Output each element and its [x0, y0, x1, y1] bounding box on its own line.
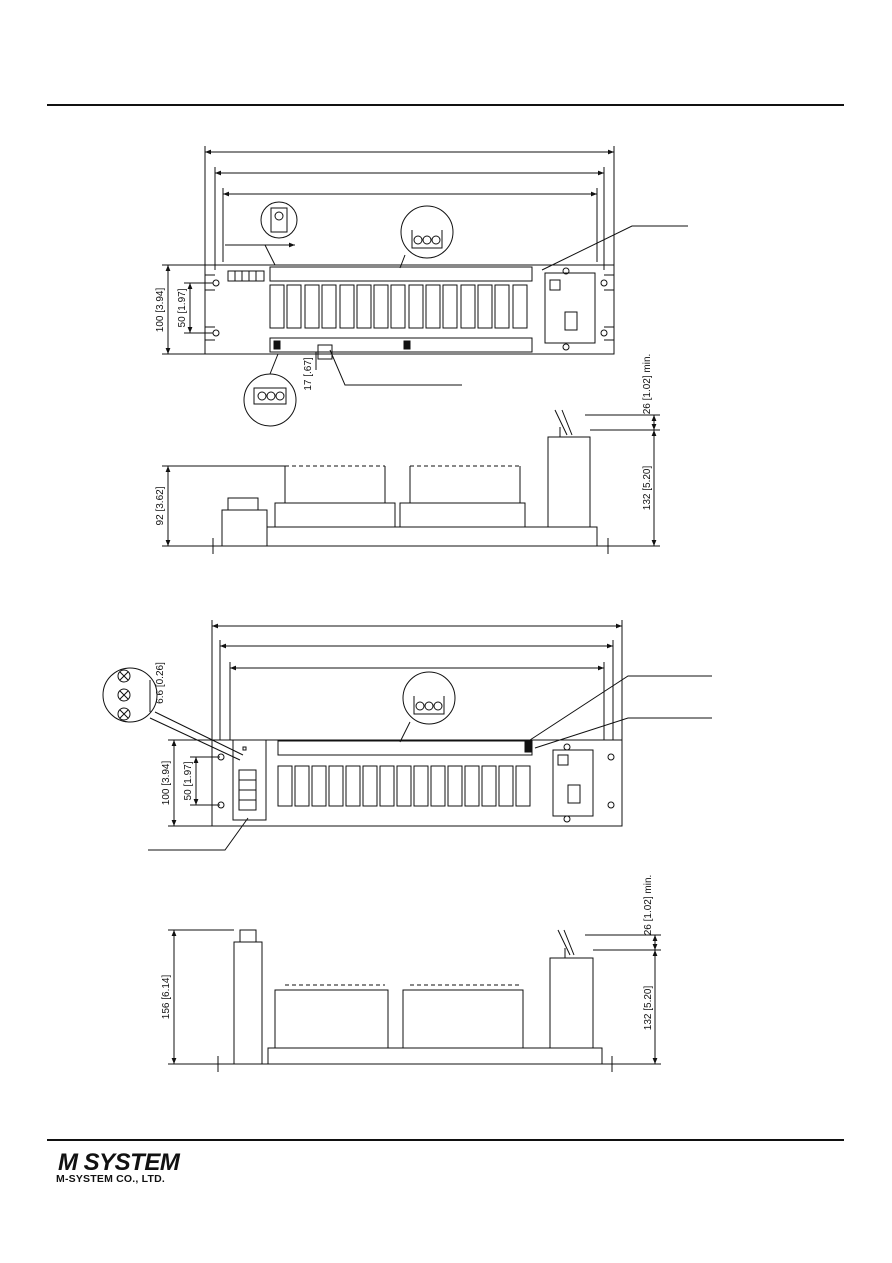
svg-text:M SYSTEM: M SYSTEM	[58, 1149, 181, 1174]
top-relay-modules	[269, 284, 528, 329]
bottom-side-view	[168, 929, 661, 1072]
footer-rule	[47, 1139, 844, 1141]
top-plan-pitch-dim: 50 [1.97]	[177, 288, 188, 327]
msystem-logo: M SYSTEM	[58, 1149, 181, 1174]
header-rule	[47, 104, 844, 106]
top-side-cable-dim: 26 [1.02] min.	[642, 354, 653, 415]
top-side-view	[162, 409, 660, 554]
bottom-relay-modules	[277, 765, 531, 807]
top-side-module-dim: 132 [5.20]	[642, 466, 653, 511]
top-plan-connector-dim: 17 [.67]	[303, 357, 314, 391]
top-side-height-dim: 92 [3.62]	[155, 486, 166, 525]
bottom-side-module-dim: 132 [5.20]	[643, 986, 654, 1031]
bottom-side-cable-dim: 26 [1.02] min.	[643, 875, 654, 936]
company-name: M-SYSTEM CO., LTD.	[56, 1173, 165, 1185]
bottom-plan-height-dim: 100 [3.94]	[161, 761, 172, 806]
bottom-plan-view	[102, 620, 712, 851]
top-plan-view	[162, 146, 688, 427]
bottom-plan-screw-dim: 6.6 [0.26]	[155, 662, 166, 704]
bottom-plan-pitch-dim: 50 [1.97]	[183, 761, 194, 800]
top-plan-height-dim: 100 [3.94]	[155, 288, 166, 333]
bottom-side-height-dim: 156 [6.14]	[161, 975, 172, 1020]
